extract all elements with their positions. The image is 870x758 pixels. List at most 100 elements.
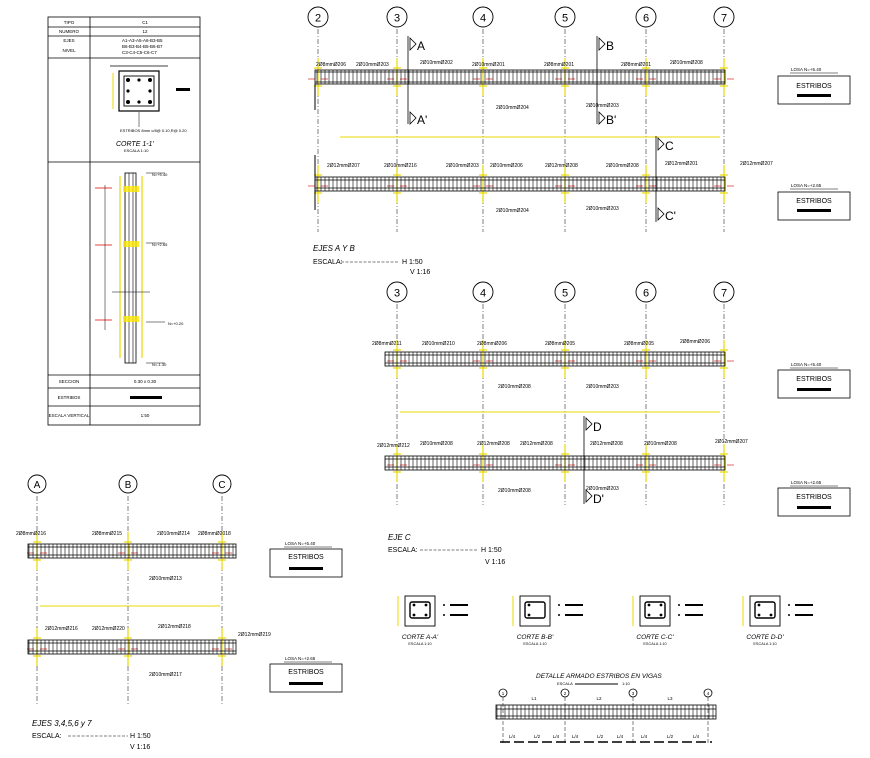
axis-bubble (554, 6, 576, 28)
ejes-ab-stirrup-box-top: LOSA N=+5.40 ESTRIBOS (777, 67, 851, 105)
ejes-ab-escala: ESCALA: (313, 259, 343, 266)
detalle-dim-label: L/4 (509, 734, 516, 739)
seccion-value: 0.30 x 0.30 (134, 379, 157, 384)
eje-c-bottom-beam (384, 455, 726, 471)
detalle-axis-label: 4 (707, 691, 710, 696)
eje-c-stirrup-box-top: LOSA N=+5.40 ESTRIBOS (777, 362, 851, 399)
section-c-label: C (665, 139, 674, 153)
losa-label: LOSA N=+2.65 (791, 183, 822, 188)
ejes-ab-scale-h: H 1:50 (402, 259, 423, 266)
corte-scale: ESCALA 1:10 (408, 642, 431, 646)
losa-label: LOSA N=+5.40 (791, 67, 822, 72)
losa-label: LOSA N=+5.40 (285, 541, 316, 546)
estribos-text: ESTRIBOS (796, 376, 832, 383)
corte-title: CORTE C-C' (636, 634, 674, 641)
rebar-label: 2Ø12mmØ220 (92, 626, 125, 632)
ejes-34567-stirrup-box-top: LOSA N=+5.40 ESTRIBOS (269, 541, 343, 578)
corte-scale: ESCALA 1:10 (523, 642, 546, 646)
rebar-label: 2Ø10mmØ203 (356, 62, 389, 68)
numero-value: 12 (142, 29, 148, 34)
rebar-label: 2Ø10mmØ202 (420, 60, 453, 66)
seccion-label: SECCION (59, 379, 80, 384)
detalle-axis-label: 3 (632, 691, 635, 696)
level-label-3: N=+0.20 (168, 321, 184, 326)
corte-scale: ESCALA 1:10 (753, 642, 776, 646)
axis-label: 5 (562, 13, 568, 25)
rebar-label: 2Ø10mmØ208 (644, 441, 677, 447)
axis-bubble (386, 281, 408, 303)
tipo-label: TIPO (64, 20, 75, 25)
axis-label: 4 (480, 288, 486, 300)
rebar-label: 2Ø10mmØ208 (606, 163, 639, 169)
detalle-axis-label: 1 (502, 691, 505, 696)
ejes-value-3: C3-C4-C5-C6-C7 (122, 50, 157, 55)
ejes-34567-rebar-labels: 2Ø8mmØ216 2Ø8mmØ215 2Ø10mmØ214 2Ø8mmØ201… (16, 531, 271, 678)
tipo-value: C1 (142, 20, 148, 25)
corte-1-scale: ESCALA 1:10 (124, 148, 149, 153)
estribos-label: ESTRIBOS (58, 395, 81, 400)
eje-c-top-beam (384, 351, 726, 367)
axis-bubble (713, 281, 735, 303)
detalle-span-label: L3 (667, 696, 673, 701)
ejes-34567-escala: ESCALA: (32, 733, 62, 740)
estribos-text: ESTRIBOS (796, 83, 832, 90)
losa-label: LOSA N=+2.65 (791, 480, 822, 485)
estribos-text: ESTRIBOS (796, 198, 832, 205)
ejes-label: EJES (63, 38, 74, 43)
axis-bubble (635, 281, 657, 303)
rebar-label: 2Ø8mmØ2018 (198, 531, 231, 537)
axis-bubble (554, 281, 576, 303)
axis-label: 2 (315, 13, 321, 25)
column-elevation (95, 172, 165, 364)
section-d-label: D (593, 420, 602, 434)
ejes-ab-section-markers (407, 36, 665, 222)
eje-c-scale-v: V 1:16 (485, 559, 505, 566)
axis-label: 4 (480, 13, 486, 25)
rebar-label: 2Ø8mmØ206 (680, 339, 710, 345)
level-label-1: N=+5.40 (152, 172, 168, 177)
rebar-label: 2Ø10mmØ216 (384, 163, 417, 169)
rebar-label: 2Ø10mmØ208 (498, 384, 531, 390)
detalle-dim-label: L/2 (597, 734, 604, 739)
rebar-label: 2Ø10mmØ214 (157, 531, 190, 537)
rebar-label: 2Ø10mmØ203 (586, 103, 619, 109)
column-stirrup-note: ESTRIBOS 8mm c/8@ 0.10,R@ 0.20 (120, 128, 187, 133)
detalle-dim-label: L/4 (617, 734, 624, 739)
detalle-axis-label: 2 (564, 691, 567, 696)
section-b-label: B (606, 39, 614, 53)
ejes-ab-rebar-labels: 2Ø8mmØ206 2Ø10mmØ203 2Ø10mmØ202 2Ø10mmØ2… (316, 60, 773, 214)
rebar-label: 2Ø10mmØ208 (420, 441, 453, 447)
rebar-label: 2Ø8mmØ215 (92, 531, 122, 537)
axis-label: 3 (394, 13, 400, 25)
escala-vertical-label: ESCALA VERTICAL (49, 413, 90, 418)
numero-label: NUMERO (59, 29, 79, 34)
rebar-label: 2Ø12mmØ207 (327, 163, 360, 169)
ejes-ab-top-beam (314, 69, 726, 110)
axis-label: 3 (394, 288, 400, 300)
rebar-label: 2Ø10mmØ217 (149, 672, 182, 678)
ejes-value-2: B6-B3-B4-B5-B6-B7 (122, 44, 163, 49)
rebar-label: 2Ø10mmØ208 (498, 488, 531, 494)
eje-c-rebar-labels: 2Ø8mmØ211 2Ø10mmØ210 2Ø8mmØ206 2Ø8mmØ205… (372, 339, 748, 494)
rebar-label: 2Ø12mmØ207 (740, 161, 773, 167)
axis-label: 7 (721, 13, 727, 25)
corte-scale: ESCALA 1:10 (643, 642, 666, 646)
corte-title: CORTE D-D' (746, 634, 784, 641)
stirrup-legend-bar (130, 396, 162, 399)
eje-c-escala: ESCALA: (388, 547, 418, 554)
level-label-2: N=+2.65 (152, 242, 168, 247)
detalle-beam (495, 704, 717, 720)
ejes-34567-top-beam (27, 543, 237, 559)
rebar-label: 2Ø8mmØ206 (316, 62, 346, 68)
rebar-label: 2Ø10mmØ203 (586, 486, 619, 492)
rebar-label: 2Ø12mmØ208 (520, 441, 553, 447)
detalle-dim-label: L/4 (641, 734, 648, 739)
rebar-label: 2Ø8mmØ201 (544, 62, 574, 68)
rebar-label: 2Ø12mmØ208 (477, 441, 510, 447)
rebar-label: 2Ø10mmØ203 (586, 206, 619, 212)
rebar-label: 2Ø12mmØ201 (665, 161, 698, 167)
